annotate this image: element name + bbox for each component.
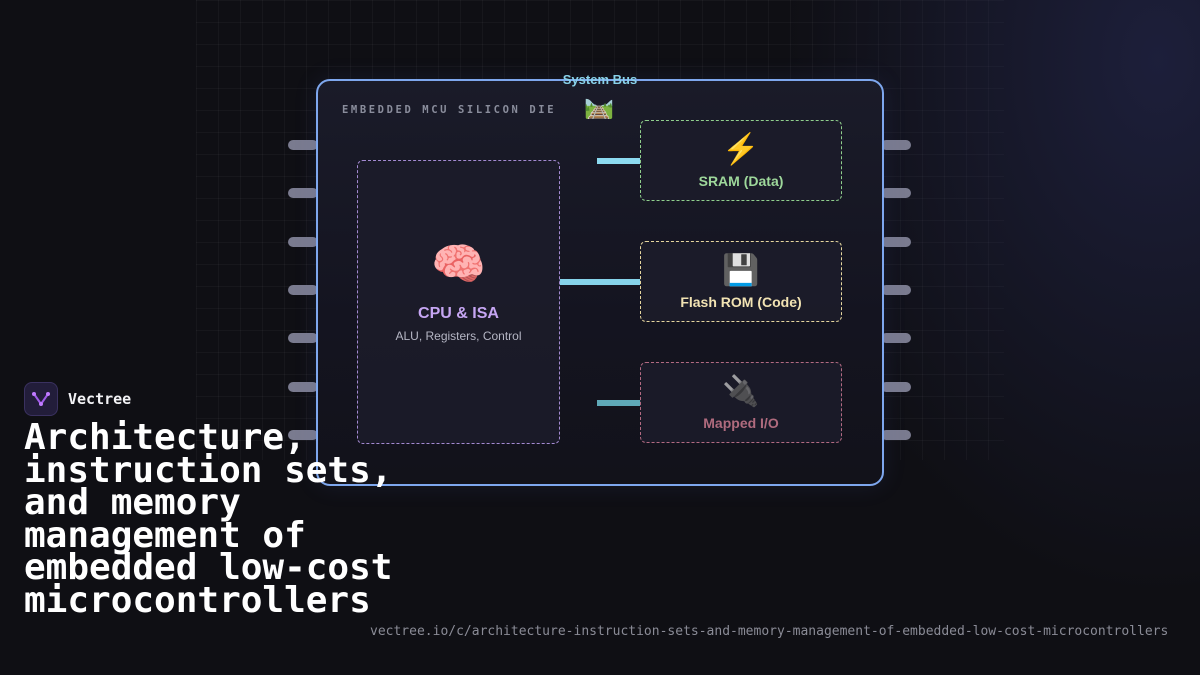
page-title: Architecture, instruction sets, and memo… (24, 417, 393, 621)
cpu-block: 🧠 CPU & ISA ALU, Registers, Control (357, 160, 560, 444)
chip-pin (881, 140, 911, 150)
chip-pin (881, 188, 911, 198)
sram-block: ⚡ SRAM (Data) (640, 120, 842, 201)
chip-pin (288, 382, 318, 392)
flash-title: Flash ROM (Code) (680, 294, 802, 310)
lightning-icon: ⚡ (722, 133, 760, 166)
chip-pin (881, 382, 911, 392)
chip-pin (288, 430, 318, 440)
chip-pin (288, 140, 318, 150)
chip-pin (881, 430, 911, 440)
cpu-subtitle: ALU, Registers, Control (395, 329, 522, 343)
io-title: Mapped I/O (703, 415, 779, 431)
chip-pin (288, 333, 318, 343)
system-bus-lines (559, 158, 641, 406)
flash-block: 💾 Flash ROM (Code) (640, 241, 842, 322)
vectree-logo-icon (24, 382, 58, 416)
chip-pin (288, 237, 318, 247)
railway-track-icon: 🛤️ (584, 93, 614, 120)
chip-pin (881, 237, 911, 247)
floppy-disk-icon: 💾 (722, 254, 760, 287)
cpu-title: CPU & ISA (418, 305, 499, 322)
sram-title: SRAM (Data) (698, 173, 784, 189)
brain-icon: 🧠 (431, 240, 486, 289)
io-block: 🔌 Mapped I/O (640, 362, 842, 443)
chip-pin (288, 285, 318, 295)
brand[interactable]: Vectree (24, 382, 131, 416)
chip-pin (288, 188, 318, 198)
brand-name: Vectree (68, 390, 132, 408)
electric-plug-icon: 🔌 (722, 375, 760, 408)
die-label: EMBEDDED MCU SILICON DIE (342, 104, 557, 116)
chip-pin (881, 333, 911, 343)
system-bus-label: System Bus (562, 72, 638, 87)
page-url[interactable]: vectree.io/c/architecture-instruction-se… (370, 624, 1169, 639)
chip-pin (881, 285, 911, 295)
